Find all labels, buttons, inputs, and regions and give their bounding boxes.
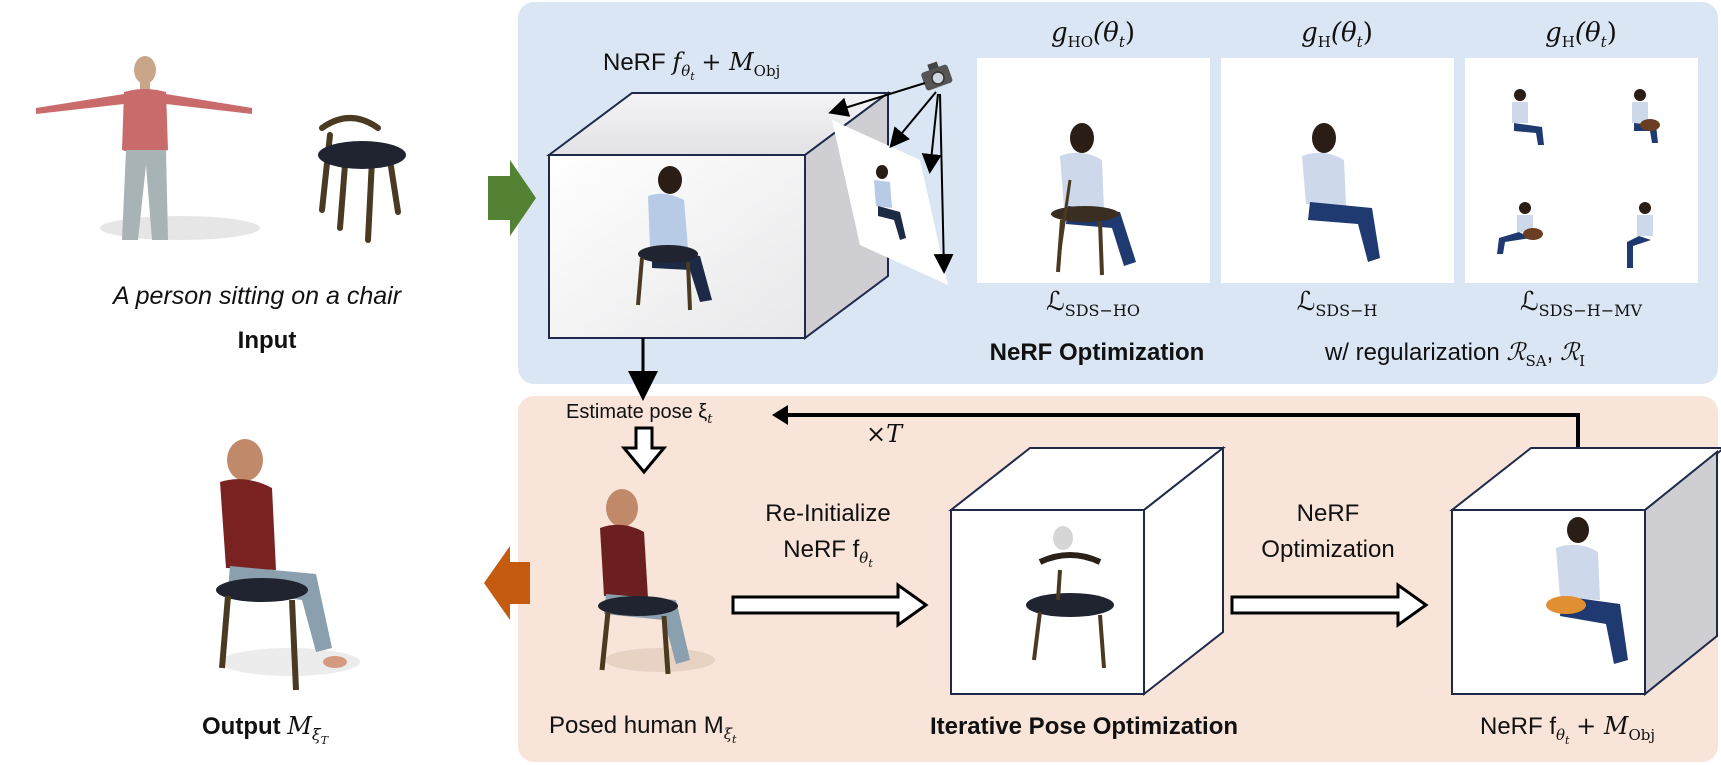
reinit-arrow	[731, 582, 929, 628]
regularization-label: w/ regularization ℛSA, ℛI	[1325, 338, 1585, 370]
render-ho-person	[1051, 123, 1136, 276]
loss-h-symbol: ℒ	[1296, 287, 1316, 317]
guidance-ho-label: gHO(θt)	[1051, 18, 1135, 51]
reg-r1: ℛ	[1506, 338, 1526, 366]
input-chair-seat	[318, 141, 406, 169]
reg-r2: ℛ	[1559, 338, 1580, 366]
output-human	[216, 439, 360, 691]
nerf-bot-subsub: t	[1565, 733, 1570, 747]
render-h-mv-persons	[1497, 89, 1660, 268]
middle-cube-chair	[1026, 526, 1114, 669]
nerf-top-label: NeRF fθt + MObj	[603, 48, 780, 83]
green-arrow-icon	[488, 160, 536, 236]
g-h: g	[1301, 18, 1318, 48]
nerf-bot-plus: + M	[1576, 712, 1629, 740]
reinit-line2: NeRF fθt	[783, 536, 872, 570]
right-cube-person	[1546, 517, 1628, 664]
g-hmv-arg: (θ	[1574, 18, 1601, 48]
g-ho-arg: (θ	[1093, 18, 1119, 48]
nerf-optimization-title: NeRF Optimization	[989, 339, 1205, 366]
output-subsub: T	[320, 733, 329, 747]
nerf-top-obj: Obj	[753, 61, 781, 80]
tpose-human	[36, 56, 260, 240]
camera-rays	[828, 82, 954, 274]
nerf-bot-sub: θ	[1556, 725, 1566, 744]
g-h-close: )	[1362, 18, 1373, 48]
projected-person	[874, 165, 906, 240]
output-label-group: Output MξT	[202, 712, 328, 747]
loss-sds-ho: ℒSDS−HO	[1046, 287, 1140, 320]
middle-cube	[948, 445, 1226, 697]
posed-human-text: Posed human M	[549, 712, 724, 739]
reinit-line2-text: NeRF f	[783, 536, 860, 563]
output-label: Output	[202, 713, 281, 740]
guidance-h-mv-label: gH(θt)	[1545, 18, 1617, 51]
nerf-top-plus: + M	[701, 48, 754, 76]
nerf-opt-line1: NeRF	[1296, 500, 1360, 527]
loss-hmv-symbol: ℒ	[1519, 287, 1539, 317]
posed-human	[598, 489, 715, 675]
loss-h-sub: SDS−H	[1315, 301, 1378, 321]
g-hmv-argsub: t	[1600, 33, 1607, 52]
nerf-top-subsub: t	[690, 69, 695, 83]
posed-human-sub: ξ	[723, 724, 733, 743]
render-h-person	[1302, 123, 1380, 262]
guidance-h-label: gH(θt)	[1301, 18, 1373, 51]
camera-icon	[921, 61, 953, 91]
g-hmv-close: )	[1606, 18, 1617, 48]
reinit-line1: Re-Initialize	[765, 500, 891, 527]
g-hmv: g	[1545, 18, 1562, 48]
nerf-top-f: f	[672, 48, 682, 76]
loss-hmv-sub: SDS−H−MV	[1538, 301, 1643, 321]
nerf-bot-text: NeRF f	[1480, 713, 1557, 740]
input-prompt: A person sitting on a chair	[112, 282, 402, 310]
loss-ho-symbol: ℒ	[1046, 287, 1065, 317]
g-ho-sub: HO	[1067, 33, 1094, 52]
nerf-bottom-label: NeRF fθt + MObj	[1480, 712, 1655, 747]
estimate-pose-sub: t	[707, 412, 713, 427]
g-h-sub: H	[1317, 33, 1331, 52]
g-h-argsub: t	[1356, 33, 1363, 52]
estimate-pose-text: Estimate pose ξ	[566, 401, 708, 423]
g-ho: g	[1050, 18, 1068, 48]
loop-arrow	[788, 413, 1580, 448]
estimate-pose-label: Estimate pose ξt	[566, 401, 712, 427]
input-chair	[319, 115, 401, 243]
reinit-subsub: t	[868, 556, 873, 570]
nerf-opt-line2: Optimization	[1261, 536, 1395, 563]
nerf-opt-arrow	[1230, 582, 1429, 628]
posed-human-label: Posed human Mξt	[549, 712, 736, 746]
loss-ho-sub: SDS−HO	[1064, 301, 1140, 321]
g-h-arg: (θ	[1330, 18, 1357, 48]
loss-sds-h-mv: ℒSDS−H−MV	[1520, 287, 1642, 320]
iterative-pose-title: Iterative Pose Optimization	[929, 713, 1239, 740]
reg-r2-sub: I	[1579, 351, 1586, 370]
reinit-sub: θ	[859, 548, 869, 567]
nerf-top-word: NeRF	[603, 49, 666, 76]
input-label: Input	[237, 327, 297, 354]
posed-human-subsub: t	[732, 732, 737, 746]
reg-text: w/ regularization	[1324, 339, 1507, 366]
g-hmv-sub: H	[1561, 33, 1575, 52]
loop-arrow-head	[772, 405, 788, 425]
outlined-down-arrow	[620, 426, 668, 475]
reg-r1-sub: SA	[1525, 351, 1547, 370]
g-ho-argsub: t	[1118, 33, 1125, 52]
nerf-bot-obj: Obj	[1628, 725, 1656, 744]
output-sub: ξ	[311, 724, 321, 744]
orange-arrow-icon	[484, 546, 530, 620]
times-t-label: ×T	[866, 420, 903, 448]
loss-sds-h: ℒSDS−H	[1297, 287, 1378, 320]
cube-top-person	[636, 166, 712, 311]
reg-sep: ,	[1546, 339, 1560, 366]
output-math: M	[287, 712, 312, 740]
g-ho-close: )	[1124, 18, 1136, 48]
nerf-top-sub: θ	[681, 61, 691, 80]
